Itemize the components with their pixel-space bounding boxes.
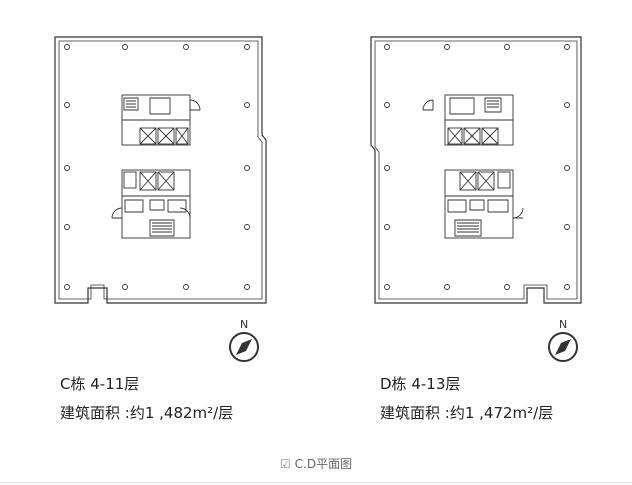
compass-c-ring-icon [229,332,259,362]
plan-d-building-label: D栋 4-13层 [380,375,461,393]
floor-plan-c [54,36,267,304]
image-caption-icon: ☑ [279,457,291,471]
plan-c-building-label: C栋 4-11层 [60,375,140,393]
plan-d-outer-wall [370,36,582,304]
plan-d-core-top [422,94,514,146]
plan-c-inner-wall [58,40,263,300]
plan-d-core-bottom [444,169,524,239]
compass-c-north-label: N [240,318,248,331]
compass-d-needle-icon [555,339,571,355]
plan-c-core-bottom [111,169,191,239]
plan-d-area-label: 建筑面积 :约1 ,472m²/层 [380,404,554,422]
plan-d-columns [384,44,570,290]
floor-plan-d [370,36,582,304]
image-caption-text: C.D平面图 [294,457,353,471]
plan-c-outer-wall [54,36,267,304]
plan-d-inner-wall [374,40,578,300]
bottom-divider [0,482,632,483]
compass-d-ring-icon [548,332,578,362]
compass-c: N [229,318,259,362]
compass-d-north-label: N [559,318,567,331]
plan-c-core-top [121,94,201,146]
plan-c-columns [64,44,250,290]
compass-c-needle-icon [236,339,252,355]
image-caption: ☑C.D平面图 [0,455,632,472]
compass-d: N [548,318,578,362]
plan-c-area-label: 建筑面积 :约1 ,482m²/层 [60,404,234,422]
